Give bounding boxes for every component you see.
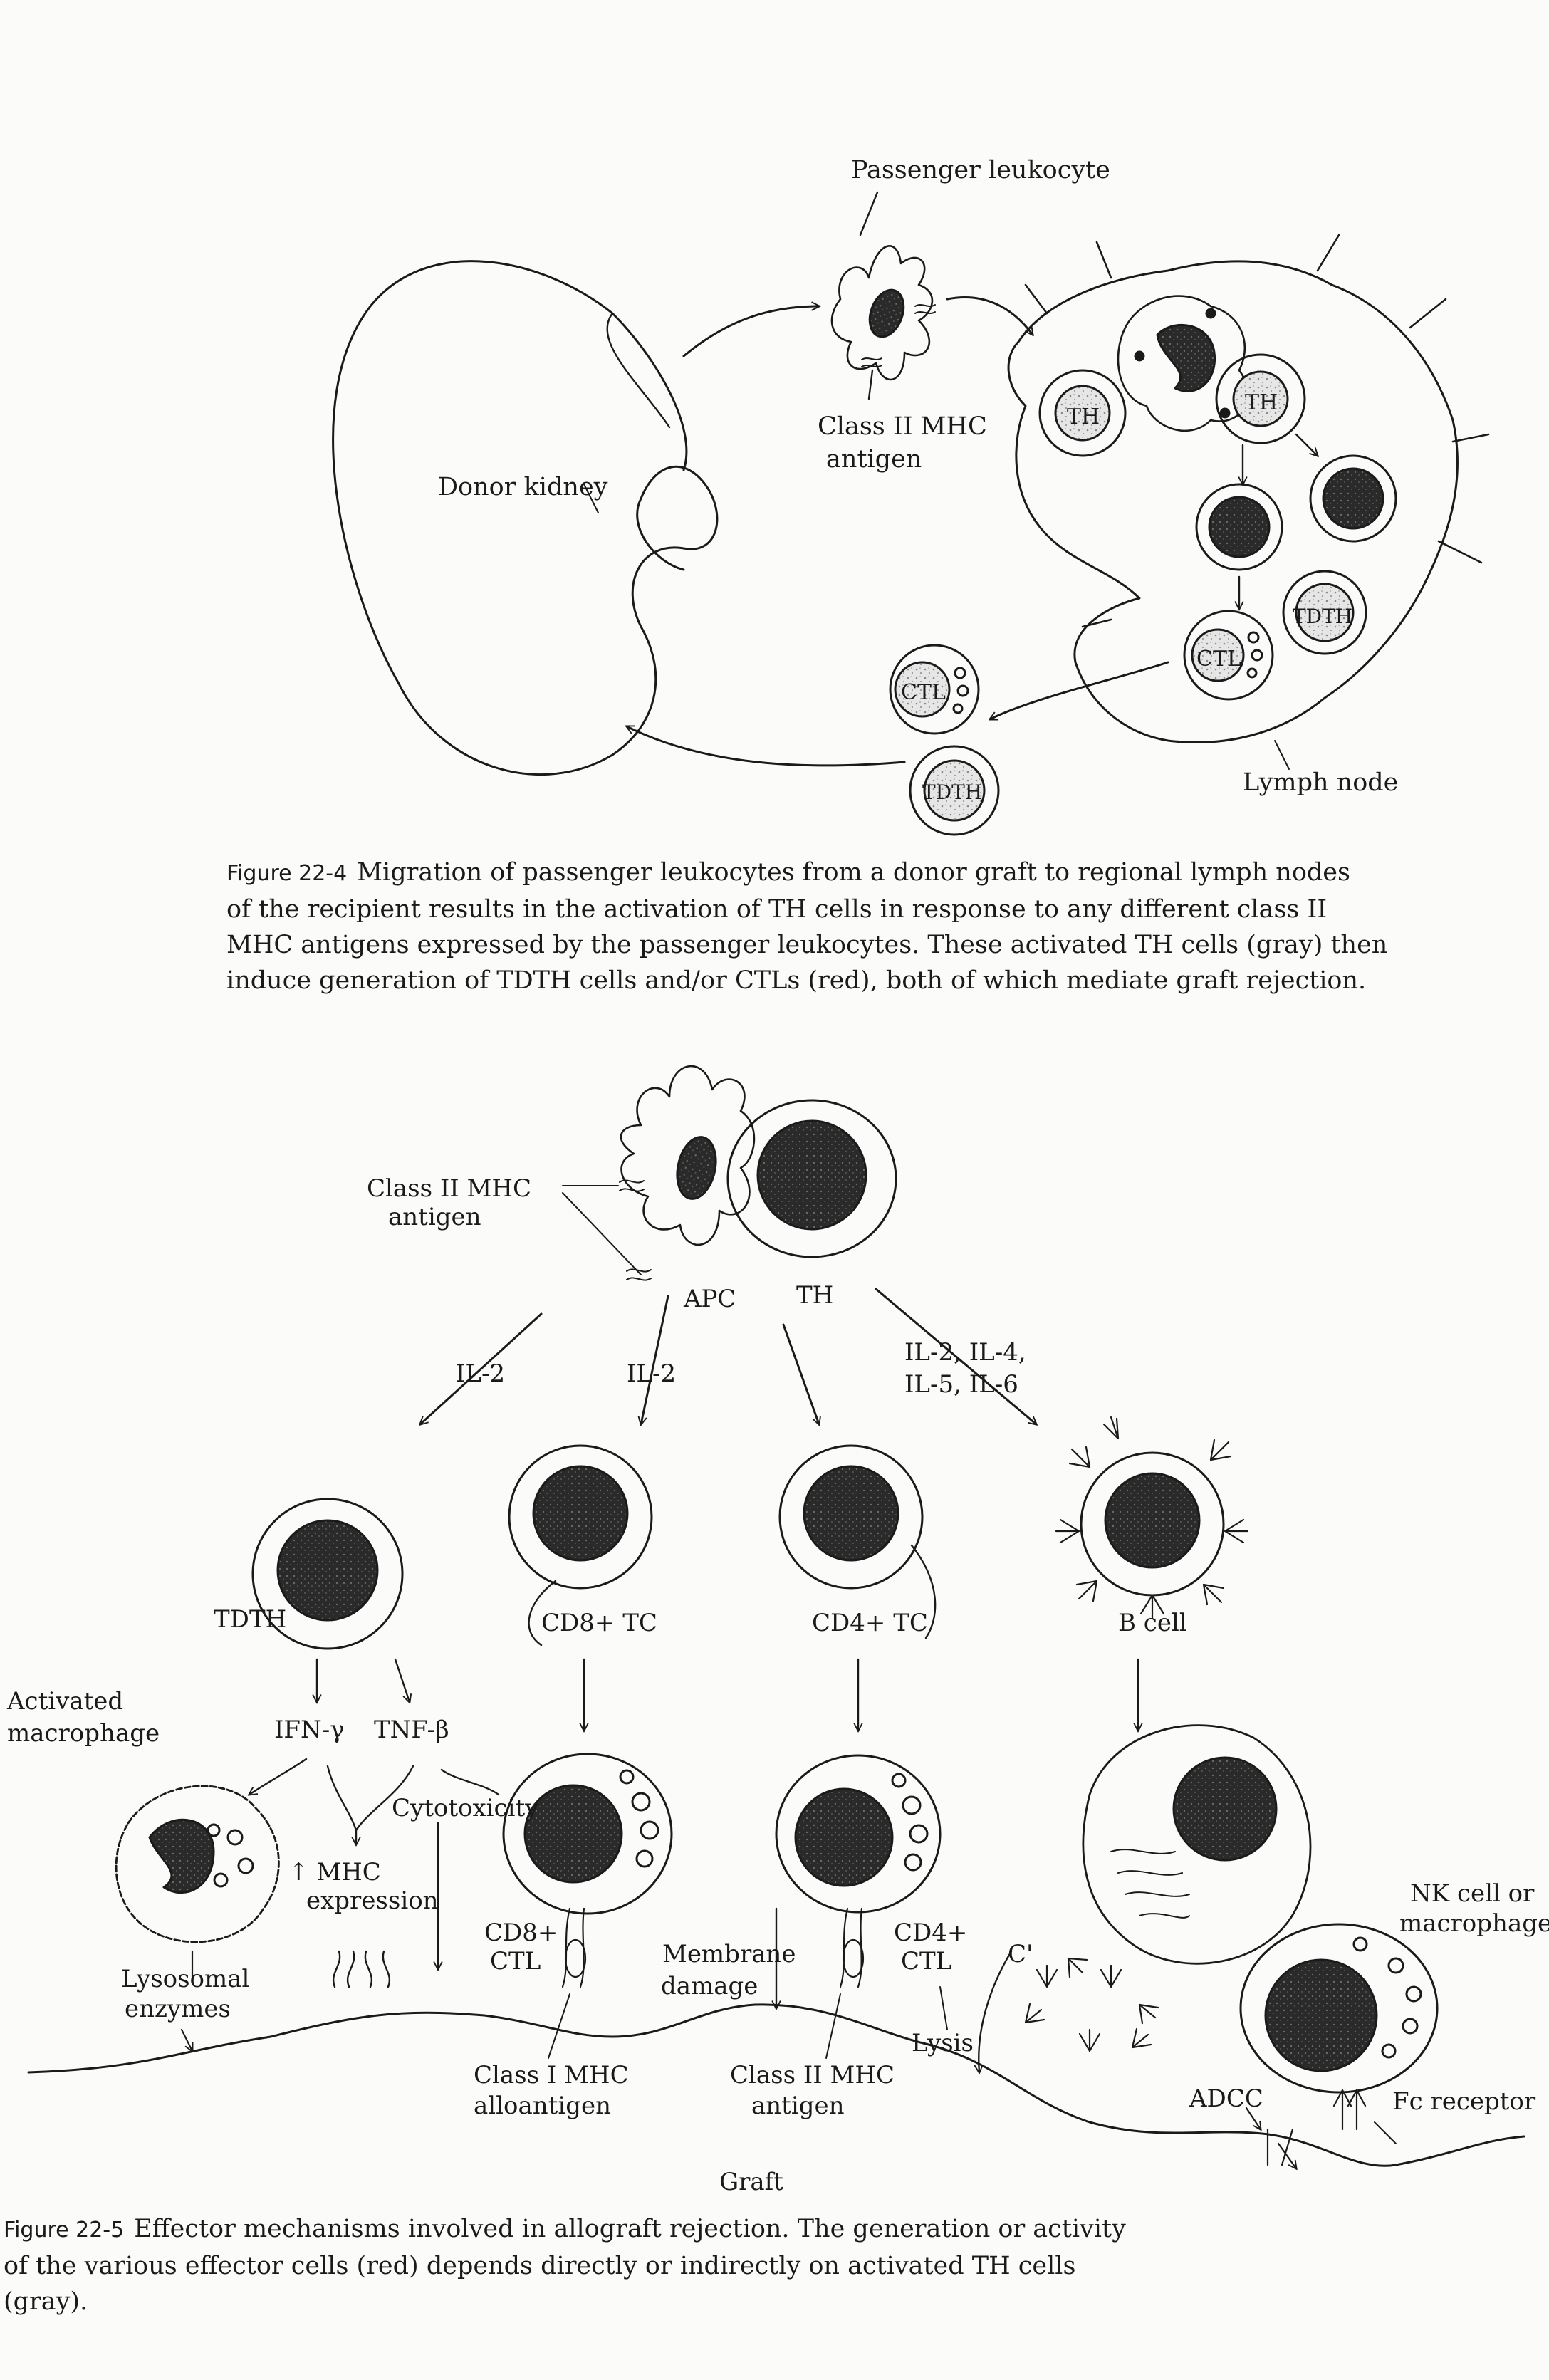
label-cytotoxicity: Cytotoxicity	[392, 1794, 539, 1822]
cd8-tc-cell	[508, 1444, 653, 1646]
label-tdth-circulating: TDTH	[922, 781, 982, 804]
donor-kidney-shape	[332, 260, 719, 776]
cd4-ctl-cell	[775, 1754, 942, 1988]
label-il2-mid: IL-2	[627, 1359, 676, 1388]
label-class-ii-mhc-2: antigen	[826, 445, 922, 474]
label-tnf-beta: TNF-β	[374, 1716, 449, 1744]
caption-figure-22-5-line-2: of the various effector cells (red) depe…	[4, 2252, 1076, 2280]
cd4-tc-cell	[778, 1444, 937, 1639]
tdth-cell	[251, 1498, 404, 1650]
label-ifn-gamma: IFN-γ	[274, 1716, 345, 1744]
label-passenger-leukocyte: Passenger leukocyte	[851, 156, 1110, 184]
caption-figure-22-5-number: Figure 22-5	[4, 2218, 125, 2243]
label-class-ii-mhc-1: Class II MHC	[818, 412, 987, 441]
figure-22-5	[27, 1065, 1525, 2168]
label-ctl-node: CTL	[1196, 647, 1241, 672]
label-apc: APC	[683, 1285, 736, 1313]
label-b-cell: B cell	[1118, 1609, 1187, 1637]
label-activated-macrophage-1: Activated	[6, 1687, 123, 1716]
label-tdth-node: TDTH	[1293, 605, 1352, 628]
apc-cell	[619, 1065, 756, 1281]
node-apc-cell	[1117, 295, 1249, 432]
label-cd8-ctl-2: CTL	[490, 1947, 541, 1975]
caption-figure-22-4-line-4: induce generation of TDTH cells and/or C…	[226, 966, 1367, 995]
lymph-node-outline	[1007, 260, 1459, 743]
plasma-cell	[1082, 1724, 1312, 1965]
label-th-right: TH	[1245, 390, 1278, 415]
cd8-ctl-cell	[502, 1753, 673, 1988]
label-membrane-damage-1: Membrane	[662, 1940, 796, 1968]
label-class-i-alloantigen-1: Class I MHC	[474, 2061, 629, 2089]
label-activated-macrophage-2: macrophage	[7, 1719, 160, 1748]
figure-22-4	[332, 191, 1490, 836]
label-cd8-ctl-1: CD8+	[484, 1919, 558, 1947]
label-ctl-circulating: CTL	[901, 680, 946, 705]
label-class-i-alloantigen-2: alloantigen	[474, 2092, 611, 2120]
circulating-ctl-cell	[889, 644, 980, 735]
label-nk-cell-1: NK cell or	[1410, 1879, 1535, 1908]
label-lysosomal-2: enzymes	[125, 1995, 231, 2023]
activated-macrophage-cell	[115, 1785, 280, 1943]
caption-figure-22-4-number: Figure 22-4	[226, 861, 348, 886]
caption-figure-22-4-line-2: of the recipient results in the activati…	[226, 895, 1328, 924]
label-adcc: ADCC	[1189, 2084, 1263, 2113]
b-cell	[1055, 1416, 1249, 1619]
label-lysosomal-1: Lysosomal	[121, 1965, 249, 1993]
label-membrane-damage-2: damage	[661, 1972, 758, 2000]
label-mhc-expression-1: ↑ MHC	[288, 1858, 381, 1886]
label-cd4-ctl-2: CTL	[901, 1947, 951, 1975]
label-mhc-expression-2: expression	[306, 1886, 439, 1915]
label-nk-cell-2: macrophage	[1399, 1909, 1549, 1938]
caption-figure-22-4-line-3: MHC antigens expressed by the passenger …	[226, 931, 1388, 959]
th-cell-left	[1038, 369, 1127, 457]
node-activated-cell-2	[1309, 454, 1397, 543]
label-graft: Graft	[719, 2168, 783, 2196]
node-activated-cell-1	[1195, 483, 1283, 571]
th-cell	[726, 1099, 897, 1258]
label-th: TH	[796, 1281, 833, 1310]
label-il-multi-2: IL-5, IL-6	[904, 1370, 1018, 1399]
graft-surface	[27, 2003, 1525, 2167]
label-il-multi-1: IL-2, IL-4,	[904, 1338, 1026, 1367]
label-fc-receptor: Fc receptor	[1392, 2087, 1536, 2116]
label-cd4-ctl-1: CD4+	[894, 1919, 967, 1947]
label-il2-left: IL-2	[456, 1359, 505, 1388]
label-lysis: Lysis	[912, 2029, 974, 2057]
label-cd4-tc: CD4+ TC	[812, 1609, 928, 1637]
label-class-ii-mhc-1: Class II MHC	[367, 1174, 531, 1203]
label-th-left: TH	[1067, 405, 1100, 429]
circulating-tdth-cell	[909, 745, 1000, 836]
label-class-ii-antigen-1: Class II MHC	[730, 2061, 895, 2089]
label-tdth: TDTH	[214, 1605, 286, 1634]
th-cell-right	[1215, 353, 1306, 444]
nk-cell	[1239, 1923, 1439, 2131]
passenger-leukocyte-cell	[830, 245, 936, 381]
label-donor-kidney: Donor kidney	[438, 473, 608, 501]
label-cd8-tc: CD8+ TC	[541, 1609, 657, 1637]
node-tdth-cell	[1282, 570, 1367, 655]
node-ctl-cell	[1183, 610, 1274, 701]
label-complement: C'	[1008, 1940, 1033, 1968]
label-class-ii-antigen-2: antigen	[751, 2092, 845, 2120]
antibodies	[1024, 1957, 1159, 2052]
caption-figure-22-5-line-3: (gray).	[4, 2287, 88, 2316]
label-class-ii-mhc-2: antigen	[388, 1203, 481, 1231]
label-lymph-node: Lymph node	[1243, 768, 1398, 797]
